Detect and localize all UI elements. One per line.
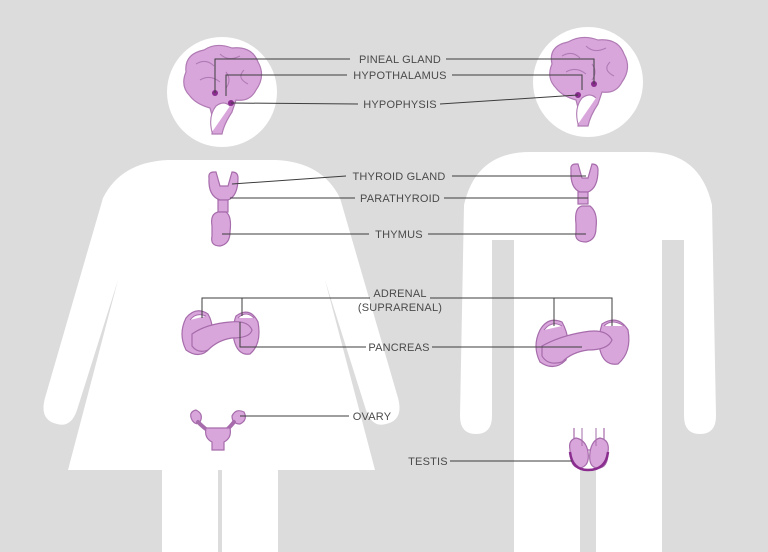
male-brain-icon <box>549 36 629 127</box>
label-parathyroid: PARATHYROID <box>360 193 440 205</box>
label-adrenal: ADRENAL <box>373 288 426 300</box>
label-thymus: THYMUS <box>375 229 423 241</box>
label-hypophysis: HYPOPHYSIS <box>363 99 437 111</box>
testis-icon <box>568 428 610 472</box>
female-pancreas-icon <box>191 321 253 352</box>
label-pancreas: PANCREAS <box>368 342 429 354</box>
male-thymus-icon <box>575 205 597 243</box>
female-body <box>43 160 400 552</box>
female-thymus-icon <box>211 211 232 247</box>
label-testis: TESTIS <box>408 456 448 468</box>
label-hypothalamus: HYPOTHALAMUS <box>353 70 446 82</box>
label-ovary: OVARY <box>353 411 392 423</box>
leader-lines <box>201 58 613 462</box>
label-thyroid-gland: THYROID GLAND <box>352 171 445 183</box>
male-body <box>460 152 716 552</box>
ovary-icon <box>190 409 246 451</box>
labels: PINEAL GLAND HYPOTHALAMUS HYPOPHYSIS THY… <box>352 54 447 468</box>
female-brain-icon <box>183 44 263 135</box>
label-suprarenal: (SUPRARENAL) <box>358 302 442 314</box>
label-pineal-gland: PINEAL GLAND <box>359 54 441 66</box>
